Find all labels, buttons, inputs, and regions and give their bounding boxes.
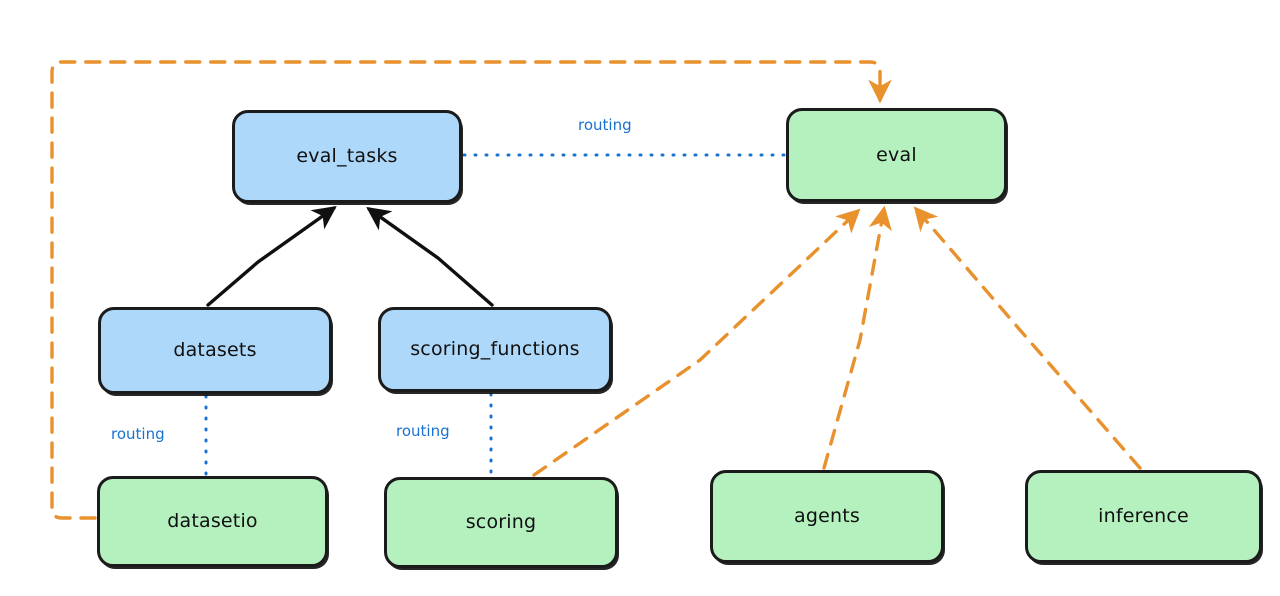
node-scoring-label: scoring bbox=[465, 511, 537, 534]
node-eval[interactable]: eval bbox=[786, 108, 1007, 202]
edge-label-routing-datasets-datasetio: routing bbox=[111, 425, 165, 443]
edge-inference-to-eval bbox=[913, 206, 1142, 470]
edge-datasets-to-eval_tasks bbox=[206, 206, 337, 307]
node-datasetio-label: datasetio bbox=[167, 510, 258, 533]
edge-agents-to-eval bbox=[822, 205, 892, 470]
node-scoring-functions-label: scoring_functions bbox=[410, 338, 580, 361]
node-agents-label: agents bbox=[794, 505, 860, 528]
node-datasets[interactable]: datasets bbox=[98, 307, 332, 394]
edge-label-routing-eval-tasks-eval: routing bbox=[578, 116, 632, 134]
edge-scoring-to-eval bbox=[532, 208, 861, 477]
node-scoring[interactable]: scoring bbox=[384, 477, 618, 568]
edge-datasetio-to-eval bbox=[50, 60, 892, 520]
node-agents[interactable]: agents bbox=[710, 470, 944, 563]
node-eval-tasks[interactable]: eval_tasks bbox=[232, 110, 462, 203]
edge-scoring_functions-to-eval_tasks bbox=[366, 207, 494, 307]
node-eval-label: eval bbox=[876, 143, 917, 166]
edge-label-routing-scoring-functions-scoring: routing bbox=[396, 422, 450, 440]
node-scoring-functions[interactable]: scoring_functions bbox=[378, 307, 612, 392]
node-datasets-label: datasets bbox=[173, 339, 257, 362]
node-datasetio[interactable]: datasetio bbox=[97, 476, 328, 567]
node-inference-label: inference bbox=[1098, 505, 1189, 528]
node-eval-tasks-label: eval_tasks bbox=[296, 145, 398, 168]
node-inference[interactable]: inference bbox=[1025, 470, 1262, 563]
